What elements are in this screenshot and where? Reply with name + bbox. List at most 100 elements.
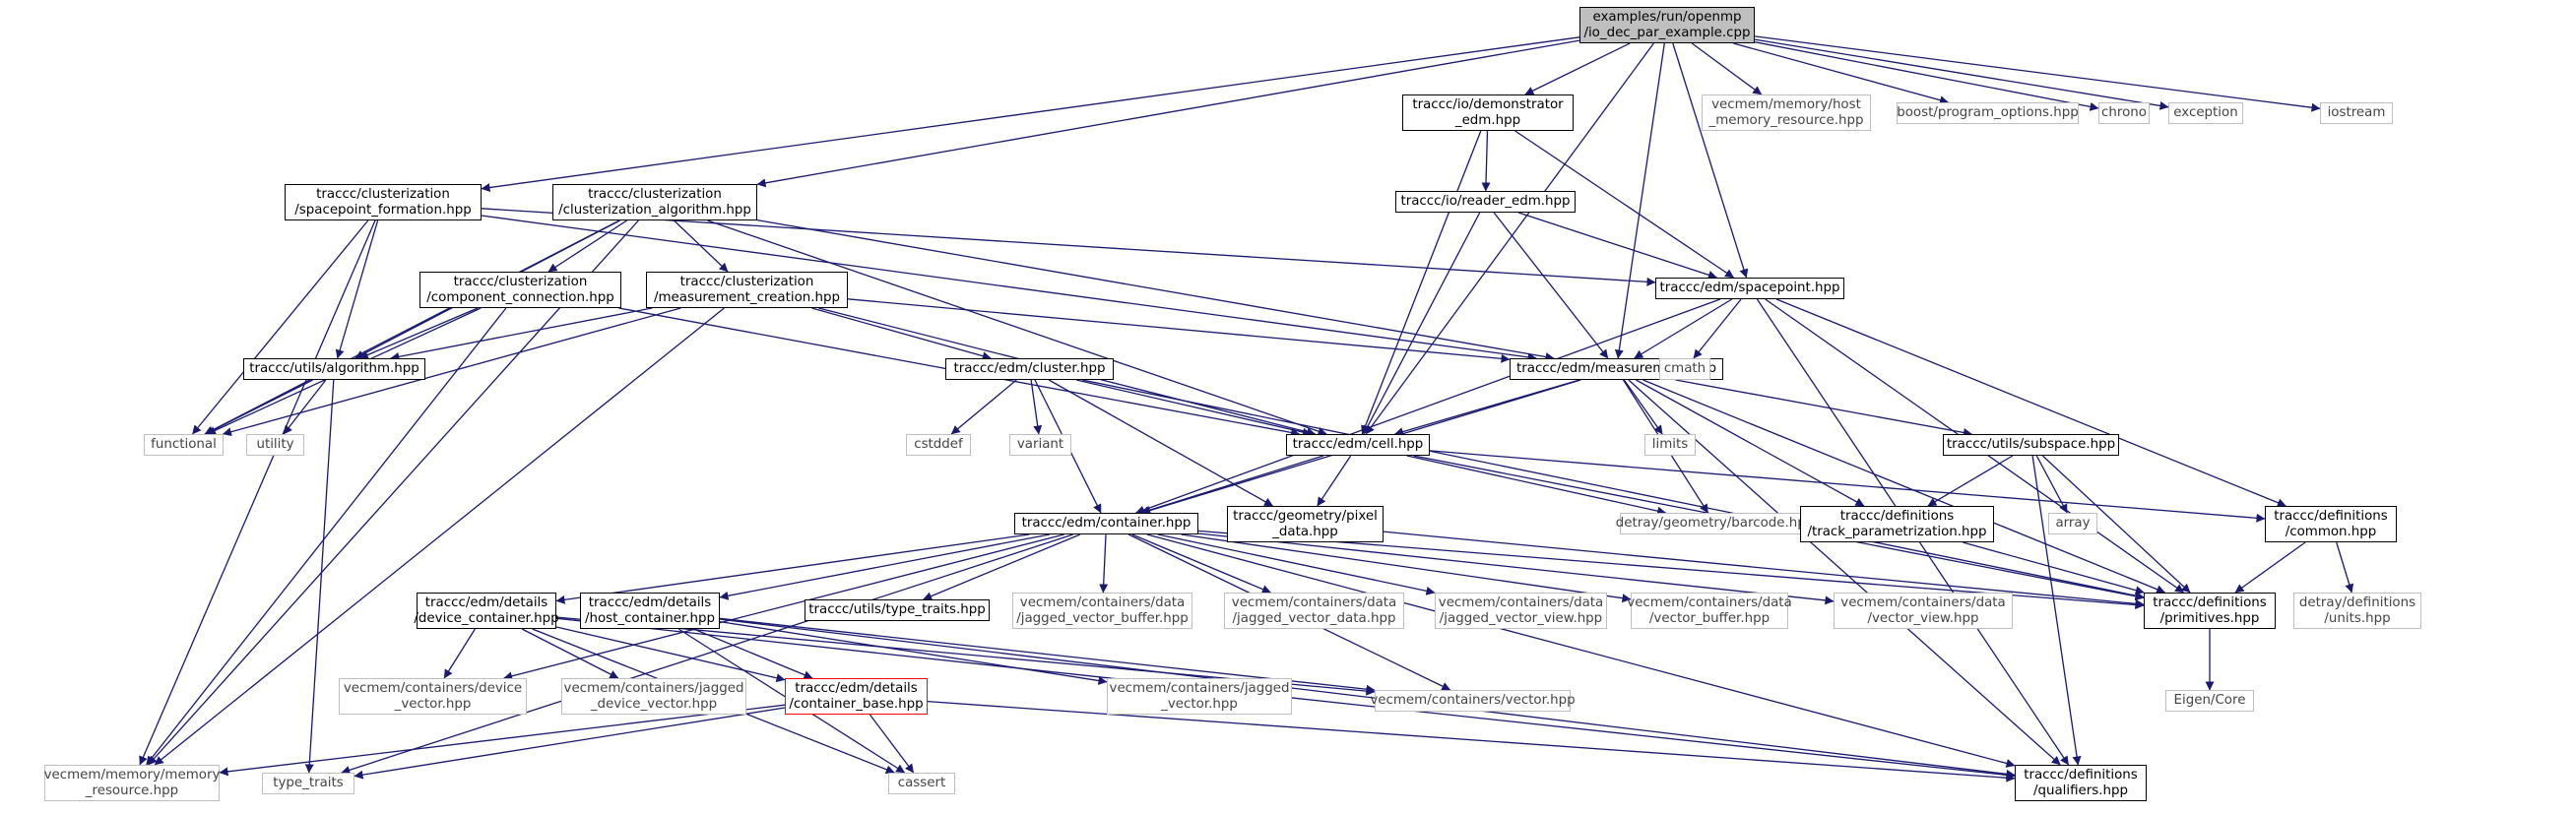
node-barcode[interactable]: detray/geometry/barcode.hpp	[1616, 513, 1814, 534]
edge-cluster-to-primitives	[1082, 379, 2145, 600]
edge-clalg-to-memory-resource	[148, 219, 639, 766]
node-label-line: cassert	[897, 776, 946, 790]
node-label-line: /clusterization_algorithm.hpp	[558, 202, 751, 218]
node-label-line: traccc/definitions	[2024, 767, 2138, 783]
node-chrono[interactable]: chrono	[2098, 102, 2150, 124]
node-label-line: traccc/edm/cluster.hpp	[953, 361, 1106, 376]
edge-root-to-program-options	[1733, 42, 1949, 105]
edge-container-to-jv-buffer	[1099, 533, 1109, 594]
node-qualifiers[interactable]: traccc/definitions/qualifiers.hpp	[2015, 765, 2147, 801]
node-iostream[interactable]: iostream	[2320, 102, 2393, 124]
edge-device-container-to-jagged-device-vector	[521, 628, 619, 679]
node-label-line: cstddef	[914, 437, 963, 452]
edge-host-container-to-vector	[719, 617, 1376, 694]
edge-root-to-measurement	[1614, 42, 1665, 359]
edge-common-to-units	[2336, 541, 2354, 594]
node-cluster[interactable]: traccc/edm/cluster.hpp	[945, 358, 1114, 380]
edge-root-to-exception	[1754, 38, 2169, 110]
node-type-traits[interactable]: type_traits	[262, 773, 354, 794]
edge-measurement-to-qualifiers	[1628, 379, 2061, 766]
node-label-line: /jagged_vector_data.hpp	[1232, 610, 1396, 626]
node-cassert[interactable]: cassert	[888, 773, 955, 794]
node-v-view[interactable]: vecmem/containers/data/vector_view.hpp	[1834, 593, 2013, 629]
node-exception[interactable]: exception	[2168, 102, 2243, 124]
node-array[interactable]: array	[2048, 513, 2097, 534]
node-algorithm[interactable]: traccc/utils/algorithm.hpp	[243, 358, 425, 380]
node-common[interactable]: traccc/definitions/common.hpp	[2265, 506, 2397, 542]
node-label-line: vecmem/containers/device	[343, 680, 523, 696]
node-label-line: functional	[151, 437, 217, 452]
node-cmath[interactable]: cmath	[1659, 358, 1710, 380]
node-program-options[interactable]: boost/program_options.hpp	[1897, 102, 2079, 124]
node-functional[interactable]: functional	[144, 434, 224, 456]
node-label-line: /spacepoint_formation.hpp	[294, 202, 472, 218]
edge-algorithm-to-type-traits	[304, 379, 335, 774]
node-container-base[interactable]: traccc/edm/details/container_base.hpp	[785, 678, 928, 715]
node-label-line: detray/definitions	[2298, 595, 2416, 610]
edge-algorithm-to-functional	[204, 379, 313, 435]
node-label-line: variant	[1016, 437, 1064, 452]
edge-container-to-host-container	[719, 533, 1051, 600]
node-spacepoint[interactable]: traccc/edm/spacepoint.hpp	[1655, 278, 1844, 299]
node-vector[interactable]: vecmem/containers/vector.hpp	[1370, 690, 1576, 712]
edge-host-container-to-jagged-vector	[719, 620, 1108, 685]
node-label-line: traccc/edm/details	[795, 680, 918, 696]
edge-subspace-to-track-param	[1927, 455, 2014, 507]
edge-demo-edm-to-cell	[1361, 130, 1482, 435]
edge-container-base-to-cassert	[869, 714, 915, 774]
node-clalg[interactable]: traccc/clusterization/clusterization_alg…	[552, 184, 757, 220]
node-label-line: /units.hpp	[2324, 610, 2391, 626]
node-eigen[interactable]: Eigen/Core	[2165, 690, 2254, 712]
edge-root-to-cell	[1365, 42, 1654, 435]
node-host-container[interactable]: traccc/edm/details/host_container.hpp	[580, 593, 720, 629]
node-label-line: Eigen/Core	[2173, 693, 2246, 708]
node-jagged-device-vector[interactable]: vecmem/containers/jagged_device_vector.h…	[561, 678, 746, 715]
node-type-traits-util[interactable]: traccc/utils/type_traits.hpp	[805, 599, 990, 621]
node-label-line: traccc/definitions	[1839, 508, 1955, 524]
node-primitives[interactable]: traccc/definitions/primitives.hpp	[2144, 593, 2276, 629]
node-label-line: /io_dec_par_example.cpp	[1583, 25, 1751, 40]
node-jv-view[interactable]: vecmem/containers/data/jagged_vector_vie…	[1435, 593, 1607, 629]
node-cstddef[interactable]: cstddef	[906, 434, 971, 456]
node-label-line: _device_vector.hpp	[590, 696, 718, 712]
edge-container-base-to-memory-resource	[219, 704, 786, 777]
node-label-line: type_traits	[273, 776, 344, 790]
node-jv-buffer[interactable]: vecmem/containers/data/jagged_vector_buf…	[1012, 593, 1192, 629]
node-label-line: /track_parametrization.hpp	[1807, 524, 1987, 539]
node-jv-data[interactable]: vecmem/containers/data/jagged_vector_dat…	[1224, 593, 1404, 629]
node-label-line: vecmem/containers/data	[1231, 595, 1397, 610]
node-label-line: traccc/edm/details	[424, 595, 548, 610]
edge-subspace-to-qualifiers	[2031, 455, 2082, 766]
node-label-line: traccc/clusterization	[588, 186, 722, 202]
node-spform[interactable]: traccc/clusterization/spacepoint_formati…	[285, 184, 482, 220]
node-device-vector[interactable]: vecmem/containers/device_vector.hpp	[339, 678, 527, 715]
edge-spform-to-functional	[191, 219, 369, 435]
node-limits[interactable]: limits	[1644, 434, 1696, 456]
node-container[interactable]: traccc/edm/container.hpp	[1014, 513, 1198, 534]
node-pixel-data[interactable]: traccc/geometry/pixel_data.hpp	[1227, 506, 1384, 542]
node-units[interactable]: detray/definitions/units.hpp	[2293, 593, 2421, 629]
node-reader-edm[interactable]: traccc/io/reader_edm.hpp	[1395, 191, 1576, 213]
node-meascreat[interactable]: traccc/clusterization/measurement_creati…	[646, 272, 848, 308]
node-memory-resource[interactable]: vecmem/memory/memory_resource.hpp	[44, 765, 220, 801]
node-v-buffer[interactable]: vecmem/containers/data/vector_buffer.hpp	[1627, 593, 1792, 629]
edge-compconn-to-algorithm	[358, 307, 479, 359]
node-demo-edm[interactable]: traccc/io/demonstrator_edm.hpp	[1402, 94, 1574, 131]
node-label-line: _vector.hpp	[394, 696, 472, 712]
node-track-param[interactable]: traccc/definitions/track_parametrization…	[1800, 506, 1994, 542]
node-label-line: traccc/utils/subspace.hpp	[1946, 437, 2116, 452]
edge-device-container-to-device-vector	[443, 628, 476, 679]
node-cell[interactable]: traccc/edm/cell.hpp	[1286, 434, 1430, 456]
edge-container-to-device-container	[555, 533, 1030, 604]
node-label-line: traccc/definitions	[2153, 595, 2267, 610]
node-host-mem-res[interactable]: vecmem/memory/host_memory_resource.hpp	[1702, 94, 1871, 131]
node-utility[interactable]: utility	[246, 434, 304, 456]
node-subspace[interactable]: traccc/utils/subspace.hpp	[1943, 434, 2119, 456]
node-variant[interactable]: variant	[1009, 434, 1071, 456]
node-label-line: vecmem/memory/memory	[43, 767, 221, 783]
node-jagged-vector[interactable]: vecmem/containers/jagged_vector.hpp	[1107, 678, 1292, 715]
node-compconn[interactable]: traccc/clusterization/component_connecti…	[419, 272, 621, 308]
edge-spacepoint-to-measurement	[1634, 298, 1733, 359]
edge-algorithm-to-utility	[283, 379, 327, 435]
node-device-container[interactable]: traccc/edm/details/device_container.hpp	[414, 593, 559, 629]
